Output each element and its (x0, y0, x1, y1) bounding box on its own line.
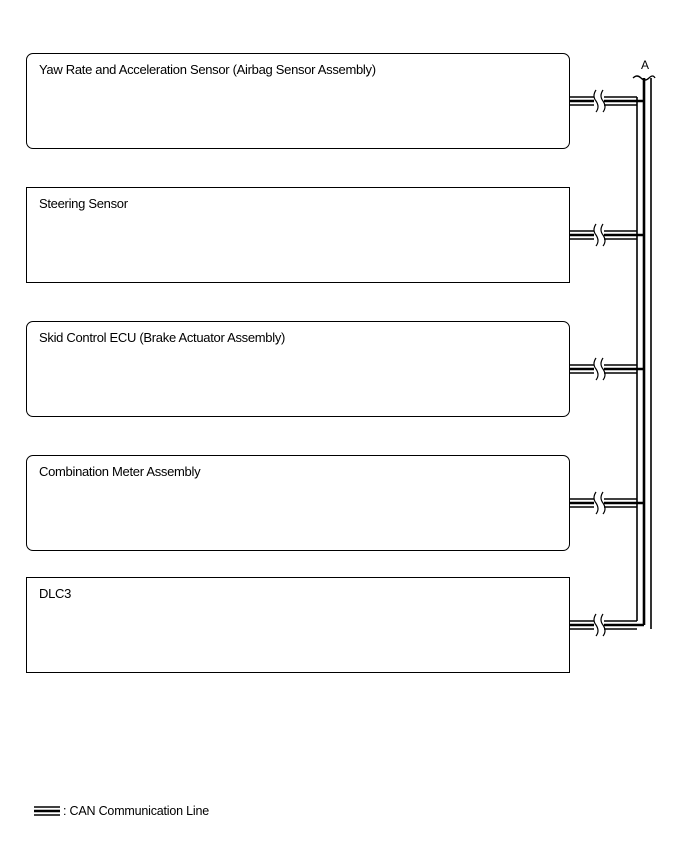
ecu-box-dlc3: DLC3 (26, 577, 570, 673)
ecu-label-combination-meter: Combination Meter Assembly (39, 464, 201, 479)
wire-break-icon (593, 613, 599, 637)
can-branch-dlc3 (570, 613, 644, 637)
wire-break-icon (600, 491, 606, 515)
wire-break-icon (593, 223, 599, 247)
branch-break-gap (594, 91, 604, 111)
ecu-box-steering-sensor: Steering Sensor (26, 187, 570, 283)
can-branch-skid-control-ecu (570, 357, 644, 381)
legend: : CAN Communication Line (34, 802, 209, 820)
wire-break-icon (600, 613, 606, 637)
can-branches (570, 89, 644, 637)
legend-text: : CAN Communication Line (63, 804, 209, 818)
wire-break-icon (593, 89, 599, 113)
can-branch-steering-sensor (570, 223, 644, 247)
branch-break-gap (594, 359, 604, 379)
wire-break-icon (600, 223, 606, 247)
can-line-legend-icon (34, 806, 60, 816)
wire-break-icon (593, 491, 599, 515)
can-branch-combination-meter (570, 491, 644, 515)
ecu-box-skid-control-ecu: Skid Control ECU (Brake Actuator Assembl… (26, 321, 570, 417)
connector-label-a: A (641, 58, 650, 72)
ecu-label-dlc3: DLC3 (39, 586, 72, 601)
ecu-box-yaw-rate-sensor: Yaw Rate and Acceleration Sensor (Airbag… (26, 53, 570, 149)
wire-break-icon (593, 357, 599, 381)
connector-a-break-icon (632, 75, 656, 81)
ecu-label-yaw-rate-sensor: Yaw Rate and Acceleration Sensor (Airbag… (39, 62, 376, 77)
wire-break-icon (600, 357, 606, 381)
branch-break-gap (594, 615, 604, 635)
wire-break-icon (600, 89, 606, 113)
ecu-box-combination-meter: Combination Meter Assembly (26, 455, 570, 551)
branch-break-gap (594, 225, 604, 245)
ecu-label-skid-control-ecu: Skid Control ECU (Brake Actuator Assembl… (39, 330, 286, 345)
branch-break-gap (594, 493, 604, 513)
can-branch-yaw-rate-sensor (570, 89, 644, 113)
ecu-label-steering-sensor: Steering Sensor (39, 196, 128, 211)
can-trunk (632, 75, 656, 629)
